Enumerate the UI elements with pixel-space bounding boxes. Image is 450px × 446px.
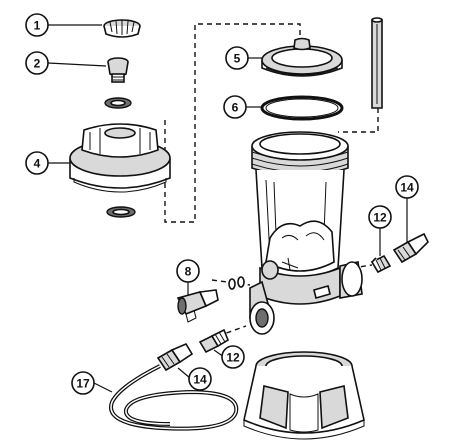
part-fitting-bottom <box>156 342 194 372</box>
callout-1: 1 <box>25 13 49 37</box>
part-fitting-right <box>392 232 429 264</box>
callout-12-right: 12 <box>368 205 392 229</box>
callout-4: 4 <box>25 151 49 175</box>
callout-8: 8 <box>176 259 200 283</box>
part-valve <box>176 289 219 323</box>
svg-text:1: 1 <box>34 19 41 33</box>
svg-text:8: 8 <box>185 265 192 279</box>
svg-text:12: 12 <box>373 211 387 225</box>
callout-5: 5 <box>225 46 249 70</box>
part-tubing <box>109 364 239 431</box>
part-small-o-ring-upper <box>104 97 132 109</box>
part-small-o-ring-lower <box>106 206 136 218</box>
svg-text:12: 12 <box>226 351 240 365</box>
leader-14b <box>177 367 191 379</box>
svg-text:4: 4 <box>34 157 41 171</box>
part-rod <box>371 17 383 109</box>
assembly-guide-rod-to-body <box>338 108 379 133</box>
svg-text:5: 5 <box>234 52 241 66</box>
part-washers <box>228 276 245 290</box>
callout-6: 6 <box>223 95 247 119</box>
callout-14-right: 14 <box>395 175 419 199</box>
part-screw-cap <box>107 57 129 83</box>
leader-2 <box>47 62 107 67</box>
assembly-guide-cap-to-lid <box>164 23 301 223</box>
part-adapter-left <box>198 328 229 354</box>
part-adapter-right <box>370 254 392 274</box>
callout-17: 17 <box>71 371 95 395</box>
part-large-o-ring <box>260 95 344 121</box>
svg-text:17: 17 <box>76 377 90 391</box>
svg-text:14: 14 <box>400 181 414 195</box>
part-top-cover <box>261 37 343 77</box>
part-knob <box>103 19 141 38</box>
part-stand <box>243 351 365 440</box>
callout-12-bottom: 12 <box>221 345 245 369</box>
callout-2: 2 <box>25 51 49 75</box>
svg-text:2: 2 <box>34 57 41 71</box>
svg-text:6: 6 <box>232 101 239 115</box>
leader-17 <box>93 382 113 393</box>
callout-14-bottom: 14 <box>188 367 212 391</box>
part-lid <box>69 123 171 193</box>
svg-text:14: 14 <box>193 373 207 387</box>
part-tank <box>249 131 363 335</box>
